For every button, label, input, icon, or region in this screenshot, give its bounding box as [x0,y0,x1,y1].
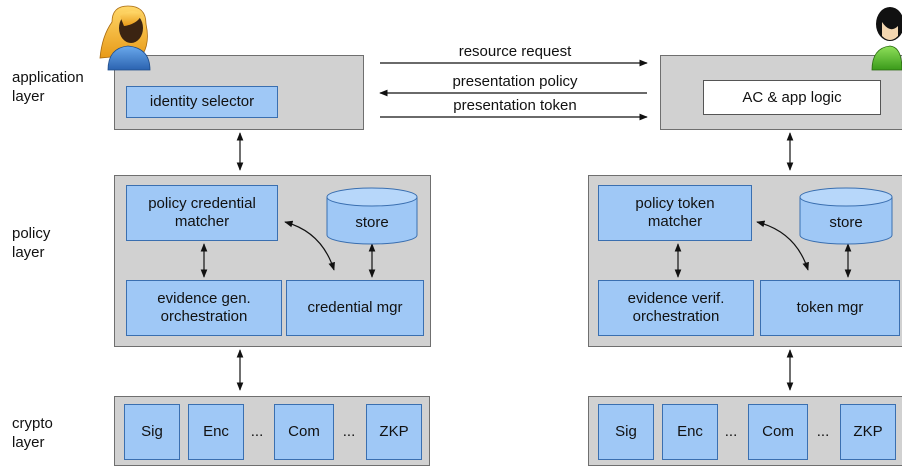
verifier-crypto-sig: Sig [598,404,654,460]
verifier-crypto-zkp: ZKP [840,404,896,460]
user-store-cylinder [326,187,418,245]
identity-selector: identity selector [126,86,278,118]
verifier-matcher-tokenmgr-arrow [756,220,809,271]
policy-token-matcher: policy token matcher [598,185,752,241]
evidence-verification-orchestration: evidence verif. orchestration [598,280,754,336]
user-crypto-enc: Enc [188,404,244,460]
user-crypto-com: Com [274,404,334,460]
user-crypto-sig: Sig [124,404,180,460]
user-store-label: store [355,214,389,231]
user-crypto-ellipsis-1: ... [250,423,264,440]
verifier-crypto-com: Com [748,404,808,460]
presentation-token-label: presentation token [453,97,577,114]
presentation-policy-label: presentation policy [452,73,578,90]
crypto-layer-label: crypto layer [12,415,53,451]
application-layer-label: application layer [12,69,84,105]
verifier-avatar-icon [871,7,902,71]
user-matcher-credmgr-arrow [284,220,335,271]
resource-request-label: resource request [458,43,572,60]
verifier-crypto-ellipsis-2: ... [816,423,830,440]
ac-app-logic: AC & app logic [703,80,881,115]
policy-credential-matcher: policy credential matcher [126,185,278,241]
evidence-generation-orchestration: evidence gen. orchestration [126,280,282,336]
user-crypto-zkp: ZKP [366,404,422,460]
token-manager: token mgr [760,280,900,336]
verifier-store-label: store [829,214,863,231]
user-crypto-ellipsis-2: ... [342,423,356,440]
user-avatar-icon [99,5,151,71]
verifier-crypto-enc: Enc [662,404,718,460]
credential-manager: credential mgr [286,280,424,336]
policy-layer-label: policy layer [12,225,51,261]
verifier-store-cylinder [799,187,893,245]
verifier-crypto-ellipsis-1: ... [724,423,738,440]
